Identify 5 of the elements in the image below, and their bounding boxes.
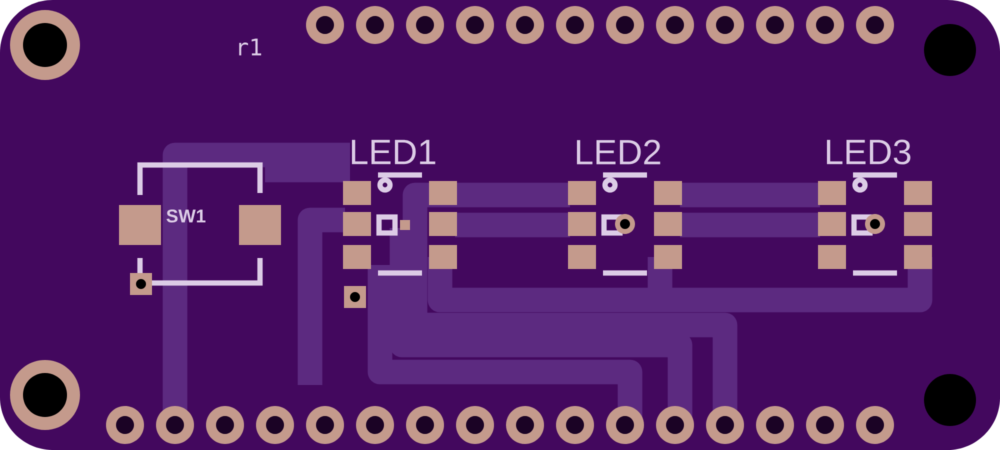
silkscreen-label: LED3 <box>826 140 910 164</box>
silkscreen-label: SW1 <box>166 209 206 223</box>
silkscreen-label: LED1 <box>352 140 436 164</box>
board-label: r1 <box>239 38 262 56</box>
silkscreen-label: LED2 <box>576 140 660 164</box>
